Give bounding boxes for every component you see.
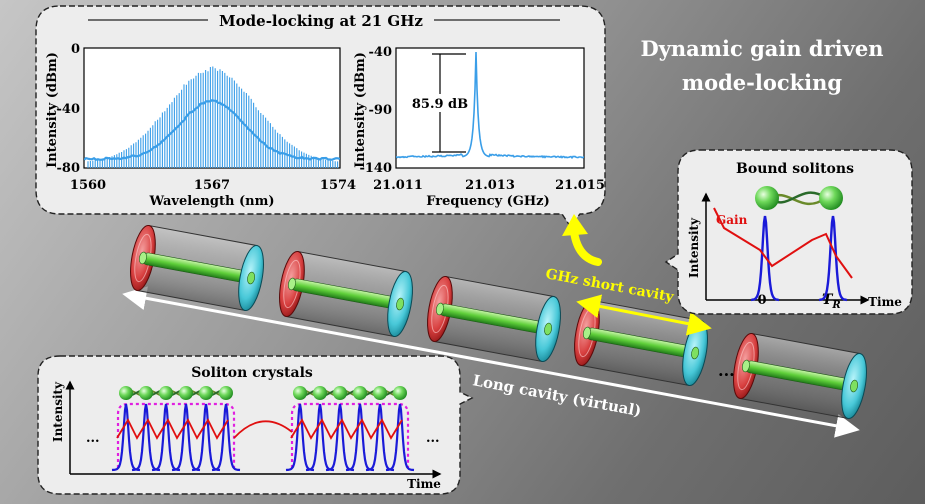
crystal-y-label: Intensity <box>51 381 65 442</box>
bound-solitons-heading: Bound solitons <box>736 161 854 177</box>
crystal-soliton-ball <box>119 386 133 400</box>
soliton-crystals-panel: Soliton crystals Intensity Time ... ... <box>38 356 472 494</box>
crystal-soliton-ball <box>179 386 193 400</box>
rf-y-tick-mid: -90 <box>369 103 393 118</box>
long-cavity-label: Long cavity (virtual) <box>471 371 642 420</box>
cavity-5 <box>729 332 871 421</box>
rf-x-tick-left: 21.011 <box>373 178 423 193</box>
crystal-soliton-ball <box>313 386 327 400</box>
crystal-soliton-ball <box>199 386 213 400</box>
crystal-ellipsis-right: ... <box>426 431 440 446</box>
crystal-soliton-ball <box>393 386 407 400</box>
dynamic-range-label: 85.9 dB <box>412 97 468 112</box>
cavity-3 <box>423 275 565 364</box>
crystal-ellipsis-left: ... <box>86 431 100 446</box>
optical-y-tick-bottom: -80 <box>57 161 81 176</box>
crystal-soliton-ball <box>139 386 153 400</box>
rf-x-label: Frequency (GHz) <box>426 194 549 209</box>
bound-solitons-panel: Bound solitons Intensity Time 0 TR Gain <box>666 150 912 314</box>
optical-x-tick-mid: 1567 <box>194 178 230 193</box>
optical-x-label: Wavelength (nm) <box>149 194 275 209</box>
crystal-x-label: Time <box>407 477 441 491</box>
crystal-soliton-ball <box>293 386 307 400</box>
rf-x-tick-mid: 21.013 <box>465 178 515 193</box>
crystal-soliton-ball <box>159 386 173 400</box>
short-cavity-label: GHz short cavity <box>544 266 675 306</box>
rf-y-tick-top: -40 <box>369 45 393 60</box>
bound-y-label: Intensity <box>687 217 701 278</box>
bound-soliton-2 <box>819 186 843 210</box>
cavity-ellipsis: ... <box>718 361 735 380</box>
optical-x-tick-left: 1560 <box>70 178 106 193</box>
rf-x-tick-right: 21.015 <box>555 178 605 193</box>
crystal-soliton-ball <box>353 386 367 400</box>
gain-label: Gain <box>716 213 748 227</box>
soliton-crystals-heading: Soliton crystals <box>191 365 313 381</box>
crystal-soliton-ball <box>333 386 347 400</box>
optical-x-tick-right: 1574 <box>320 178 356 193</box>
bound-x-label: Time <box>868 295 902 309</box>
spectra-panel: Mode-locking at 21 GHz 0 -40 -80 1560 15… <box>36 6 605 226</box>
bound-tick-zero: 0 <box>757 293 766 308</box>
crystal-soliton-ball <box>373 386 387 400</box>
optical-y-tick-top: 0 <box>71 42 80 57</box>
crystal-soliton-ball <box>219 386 233 400</box>
optical-y-tick-mid: -40 <box>57 102 81 117</box>
bound-soliton-1 <box>755 186 779 210</box>
optical-y-label: Intensity (dBm) <box>45 52 60 168</box>
rf-y-label: Intensity (dBm) <box>353 52 368 168</box>
spectra-panel-heading: Mode-locking at 21 GHz <box>219 12 423 30</box>
